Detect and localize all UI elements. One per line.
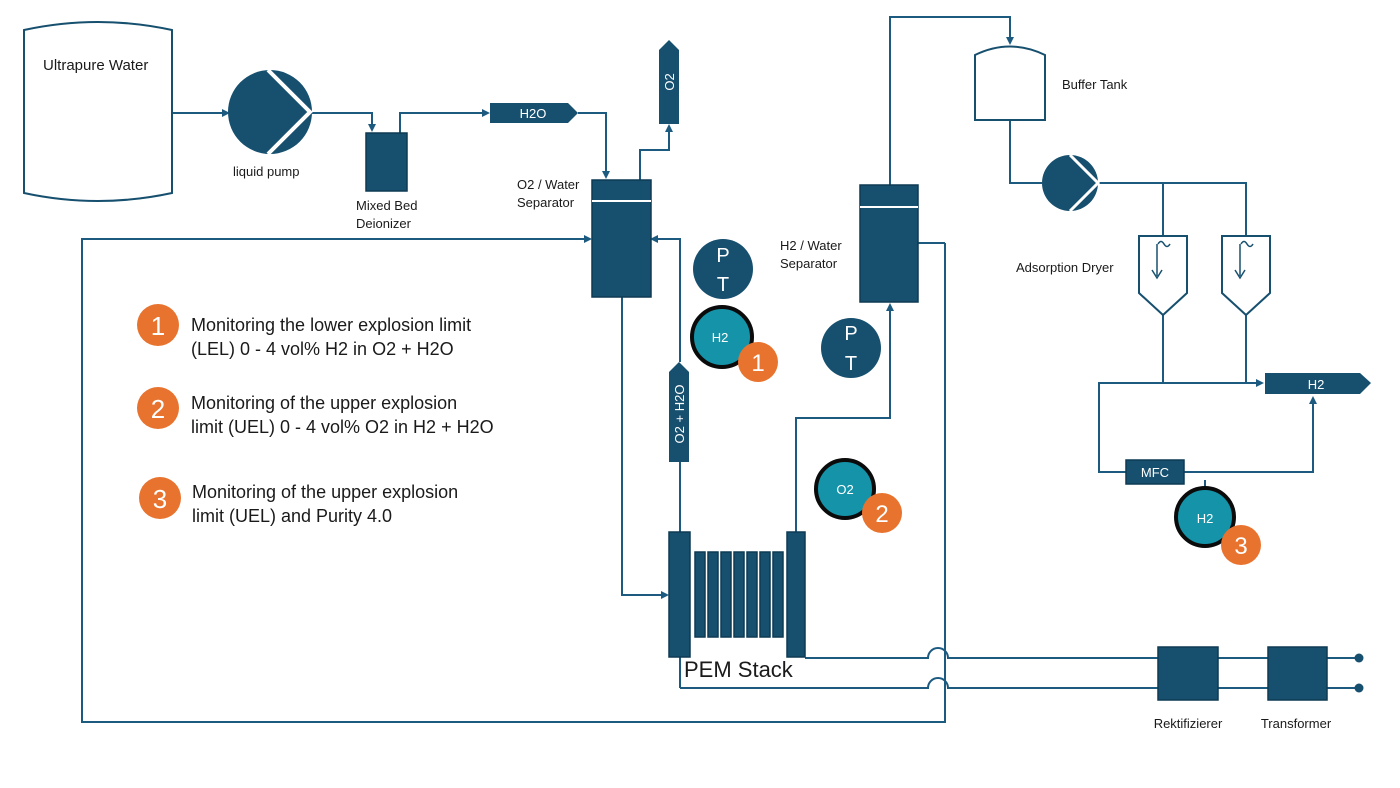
o2-separator-label-2: Separator <box>517 195 575 210</box>
pt-right-t: T <box>845 353 857 375</box>
legend-2-line2: limit (UEL) 0 - 4 vol% O2 in H2 + H2O <box>191 417 494 437</box>
h2o-tag: H2O <box>490 103 578 123</box>
h2-sensor-1: H2 1 <box>690 305 778 382</box>
legend-1-line2: (LEL) 0 - 4 vol% H2 in O2 + H2O <box>191 339 454 359</box>
adsorption-dryer-left <box>1138 235 1188 317</box>
dryer-label: Adsorption Dryer <box>1016 260 1114 275</box>
rectifier: Rektifizierer <box>1154 646 1223 731</box>
legend-1-line1: Monitoring the lower explosion limit <box>191 315 471 335</box>
liquid-pump: liquid pump <box>228 68 313 179</box>
pt-left-p: P <box>716 245 729 267</box>
h2o-tag-label: H2O <box>520 106 547 121</box>
pt-sensor-right: P T <box>821 318 881 378</box>
legend-1-num: 1 <box>151 311 165 341</box>
ultrapure-water-tank: Ultrapure Water <box>23 21 173 202</box>
h2-separator-label-2: Separator <box>780 256 838 271</box>
deionizer-label-2: Deionizer <box>356 216 412 231</box>
o2-h2o-tag-label: O2 + H2O <box>672 385 687 444</box>
pem-stack-label: PEM Stack <box>684 657 794 682</box>
adsorption-dryer-right <box>1221 235 1271 317</box>
sensor3-badge: 3 <box>1234 533 1247 560</box>
pt-left-t: T <box>717 274 729 296</box>
h2-output-tag: H2 <box>1265 373 1371 394</box>
transformer-label: Transformer <box>1261 716 1332 731</box>
h2-separator-label-1: H2 / Water <box>780 238 842 253</box>
legend: 1 Monitoring the lower explosion limit (… <box>137 304 494 526</box>
deionizer-label-1: Mixed Bed <box>356 198 417 213</box>
legend-2-num: 2 <box>151 394 165 424</box>
water-tank-label: Ultrapure Water <box>43 57 148 74</box>
mfc-box: MFC <box>1125 459 1185 485</box>
h2-output-label: H2 <box>1308 377 1325 392</box>
o2-water-separator: O2 / Water Separator <box>517 177 652 298</box>
legend-2-line1: Monitoring of the upper explosion <box>191 393 457 413</box>
pipes <box>81 16 1364 723</box>
legend-3-line2: limit (UEL) and Purity 4.0 <box>192 506 392 526</box>
o2-sensor-2: O2 2 <box>814 458 902 533</box>
mfc-label: MFC <box>1141 465 1169 480</box>
sensor2-gas: O2 <box>836 482 853 497</box>
legend-3-num: 3 <box>153 484 167 514</box>
o2-separator-label-1: O2 / Water <box>517 177 580 192</box>
buffer-tank: Buffer Tank <box>974 45 1128 121</box>
legend-item-3: 3 Monitoring of the upper explosion limi… <box>139 477 458 526</box>
legend-item-2: 2 Monitoring of the upper explosion limi… <box>137 387 494 437</box>
o2-h2o-tag: O2 + H2O <box>669 362 689 462</box>
sensor3-gas: H2 <box>1197 511 1214 526</box>
o2-tag-label: O2 <box>662 73 677 90</box>
rectifier-label: Rektifizierer <box>1154 716 1223 731</box>
legend-3-line1: Monitoring of the upper explosion <box>192 482 458 502</box>
pt-right-p: P <box>844 323 857 345</box>
mixed-bed-deionizer: Mixed Bed Deionizer <box>356 132 417 231</box>
legend-item-1: 1 Monitoring the lower explosion limit (… <box>137 304 471 359</box>
pt-sensor-left: P T <box>693 239 753 299</box>
compressor-pump <box>1042 153 1101 213</box>
buffer-tank-label: Buffer Tank <box>1062 77 1128 92</box>
h2-water-separator: H2 / Water Separator <box>780 184 919 303</box>
o2-tag: O2 <box>659 40 679 124</box>
sensor1-gas: H2 <box>712 330 729 345</box>
pem-stack: PEM Stack <box>668 531 806 682</box>
sensor2-badge: 2 <box>875 501 888 528</box>
h2-sensor-3: H2 3 <box>1174 486 1261 565</box>
transformer: Transformer <box>1261 646 1332 731</box>
sensor1-badge: 1 <box>751 350 764 377</box>
pump-label: liquid pump <box>233 164 300 179</box>
